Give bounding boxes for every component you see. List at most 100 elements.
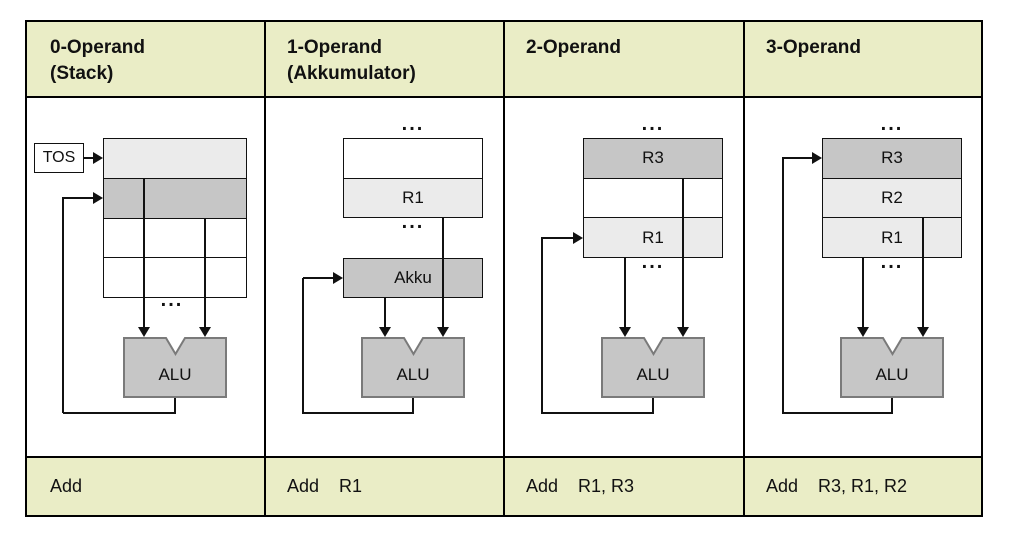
alu-unit: ALU (840, 337, 944, 398)
instruction-example-3-operand: Add R3, R1, R2 (743, 457, 981, 515)
register-cell (344, 139, 482, 178)
header-line-1: 1-Operand (287, 37, 383, 58)
register-cell-r1: R1 (344, 177, 482, 217)
feedback-arrowhead-icon (573, 232, 583, 244)
ellipsis: ... (641, 113, 665, 135)
feedback-line (783, 412, 892, 414)
operand-line (624, 258, 626, 327)
feedback-line (782, 157, 784, 414)
operand-line (204, 218, 206, 327)
register-cell-r1: R1 (584, 217, 722, 258)
stack-register-block (103, 138, 247, 298)
alu-unit: ALU (601, 337, 705, 398)
tos-arrowhead-icon (93, 152, 103, 164)
operand-line (442, 218, 444, 327)
register-cell-r2: R2 (823, 177, 961, 218)
alu-label: ALU (636, 365, 669, 384)
alu-output-line (891, 398, 893, 414)
ellipsis: ... (160, 289, 184, 311)
instruction-row: Add Add R1 Add R1, R3 Add R3, R1, R2 (27, 457, 981, 515)
header-row: 0-Operand (Stack) 1-Operand (Akkumulator… (27, 22, 981, 97)
operand-line (143, 178, 145, 327)
register-cell (584, 177, 722, 218)
arrowhead-icon (138, 327, 150, 337)
operand-line (862, 258, 864, 327)
feedback-line (783, 157, 812, 159)
feedback-line (542, 412, 653, 414)
arrowhead-icon (677, 327, 689, 337)
header-divider (27, 96, 981, 98)
alu-label: ALU (396, 365, 429, 384)
arrowhead-icon (199, 327, 211, 337)
ellipsis: ... (641, 251, 665, 273)
register-block: R3 R1 (583, 138, 723, 258)
instruction-example-2-operand: Add R1, R3 (503, 457, 743, 515)
header-line-1: 0-Operand (50, 37, 146, 58)
register-cell-r1: R1 (823, 217, 961, 258)
arrowhead-icon (379, 327, 391, 337)
akku-register: Akku (343, 258, 483, 298)
ellipsis: ... (880, 251, 904, 273)
register-block: R1 (343, 138, 483, 218)
operand-line (682, 178, 684, 327)
column-divider (264, 22, 266, 515)
feedback-arrowhead-icon (812, 152, 822, 164)
register-cell-r3: R3 (823, 139, 961, 178)
column-header-1-operand: 1-Operand (Akkumulator) (264, 22, 503, 97)
feedback-arrowhead-icon (333, 272, 343, 284)
ellipsis: ... (401, 113, 425, 135)
tos-arrow-line (84, 157, 94, 159)
column-header-2-operand: 2-Operand (503, 22, 743, 97)
header-line-2: (Stack) (50, 63, 114, 84)
instruction-example-akkumulator: Add R1 (264, 457, 503, 515)
diagram-overlay: TOS ... ALU (25, 20, 983, 517)
header-line-1: 2-Operand (526, 37, 622, 58)
header-line-2: (Akkumulator) (287, 63, 416, 84)
feedback-arrowhead-icon (93, 192, 103, 204)
stack-cell-second (104, 177, 246, 218)
isa-comparison-table: 0-Operand (Stack) 1-Operand (Akkumulator… (25, 20, 983, 517)
column-divider (503, 22, 505, 515)
register-cell-r3: R3 (584, 139, 722, 178)
alu-shape (601, 337, 705, 398)
instruction-example-stack: Add (27, 457, 264, 515)
operand-line (384, 298, 386, 327)
tos-label: TOS (42, 149, 76, 166)
feedback-line (62, 197, 64, 413)
alu-unit: ALU (123, 337, 227, 398)
column-header-3-operand: 3-Operand (743, 22, 981, 97)
feedback-line (303, 277, 333, 279)
alu-output-line (412, 398, 414, 414)
column-header-0-operand: 0-Operand (Stack) (27, 22, 264, 97)
tos-label-box: TOS (34, 143, 84, 173)
arrowhead-icon (857, 327, 869, 337)
stack-cell-top (104, 139, 246, 178)
operand-line (922, 218, 924, 327)
feedback-line (63, 197, 93, 199)
arrowhead-icon (437, 327, 449, 337)
ellipsis: ... (880, 113, 904, 135)
footer-divider (27, 456, 981, 458)
alu-label: ALU (158, 365, 191, 384)
arrowhead-icon (917, 327, 929, 337)
arrowhead-icon (619, 327, 631, 337)
feedback-line (303, 412, 413, 414)
alu-label: ALU (875, 365, 908, 384)
akku-label-cell: Akku (344, 259, 482, 297)
alu-shape (123, 337, 227, 398)
alu-shape (840, 337, 944, 398)
column-divider (743, 22, 745, 515)
alu-unit: ALU (361, 337, 465, 398)
feedback-line (541, 237, 543, 414)
register-block: R3 R2 R1 (822, 138, 962, 258)
alu-output-line (652, 398, 654, 414)
feedback-line (542, 237, 573, 239)
alu-shape (361, 337, 465, 398)
alu-output-line (174, 398, 176, 414)
stack-cell (104, 217, 246, 258)
feedback-line (63, 412, 175, 414)
header-line-1: 3-Operand (766, 37, 862, 58)
feedback-line (302, 278, 304, 414)
stack-cell (104, 257, 246, 297)
